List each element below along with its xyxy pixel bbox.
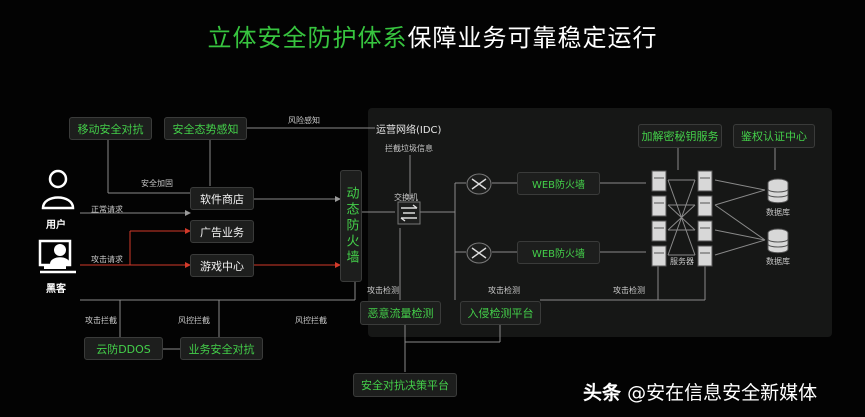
title-highlight: 立体安全防护体系 xyxy=(207,24,408,52)
attack-detect-3-label: 攻击检测 xyxy=(613,286,645,295)
mobile-security-box[interactable]: 移动安全对抗 xyxy=(69,117,152,140)
title-rest: 保障业务可靠稳定运行 xyxy=(407,24,658,52)
switch-label: 交换机 xyxy=(394,193,418,202)
database-2-label: 数据库 xyxy=(766,257,790,266)
dynamic-firewall-box[interactable]: 动态防火墙 xyxy=(340,170,362,282)
decision-platform-box[interactable]: 安全对抗决策平台 xyxy=(353,373,457,397)
attack-paths xyxy=(80,228,341,268)
business-security-box[interactable]: 业务安全对抗 xyxy=(180,337,263,360)
attack-detect-2-label: 攻击检测 xyxy=(488,286,520,295)
risk-block-2-label: 风控拦截 xyxy=(295,316,327,325)
attack-block-label: 攻击拦截 xyxy=(85,316,117,325)
intrusion-detection-box[interactable]: 入侵检测平台 xyxy=(460,301,541,325)
hacker-label: 黑客 xyxy=(46,284,66,295)
app-store-box[interactable]: 软件商店 xyxy=(190,187,254,210)
watermark: 头条 @安在信息安全新媒体 xyxy=(583,378,817,405)
web-firewall-2-box[interactable]: WEB防火墙 xyxy=(517,241,600,264)
auth-center-box[interactable]: 鉴权认证中心 xyxy=(733,124,815,148)
server-icon xyxy=(697,170,713,267)
watermark-brand: 头条 xyxy=(583,382,622,404)
database-icon xyxy=(767,178,789,204)
page-title: 立体安全防护体系保障业务可靠稳定运行 xyxy=(0,18,865,53)
intercept-info-label: 拦截垃圾信息 xyxy=(385,144,433,153)
hacker-icon xyxy=(38,239,76,274)
user-label: 用户 xyxy=(46,220,66,231)
web-firewall-1-box[interactable]: WEB防火墙 xyxy=(517,172,600,195)
normal-request-label: 正常请求 xyxy=(91,205,123,214)
user-icon xyxy=(41,169,75,210)
attack-detect-1-label: 攻击检测 xyxy=(367,286,399,295)
server-label: 服务器 xyxy=(670,257,694,266)
attack-request-label: 攻击请求 xyxy=(91,255,123,264)
risk-block-1-label: 风控拦截 xyxy=(178,316,210,325)
database-1-label: 数据库 xyxy=(766,208,790,217)
server-icon xyxy=(651,170,667,267)
security-hardening-label: 安全加固 xyxy=(141,179,173,188)
risk-sense-label: 风险感知 xyxy=(288,116,320,125)
router-icon xyxy=(466,173,492,195)
game-center-box[interactable]: 游戏中心 xyxy=(190,254,254,277)
database-icon xyxy=(767,228,789,254)
key-service-box[interactable]: 加解密秘钥服务 xyxy=(638,124,722,148)
watermark-handle: @安在信息安全新媒体 xyxy=(627,382,818,404)
ad-business-box[interactable]: 广告业务 xyxy=(190,220,254,243)
switch-icon xyxy=(397,201,421,225)
situation-awareness-box[interactable]: 安全态势感知 xyxy=(164,117,247,140)
idc-network-label: 运营网络(IDC) xyxy=(376,125,442,136)
cloud-ddos-box[interactable]: 云防DDOS xyxy=(84,337,163,360)
malicious-traffic-box[interactable]: 恶意流量检测 xyxy=(360,301,441,325)
router-icon xyxy=(466,242,492,264)
